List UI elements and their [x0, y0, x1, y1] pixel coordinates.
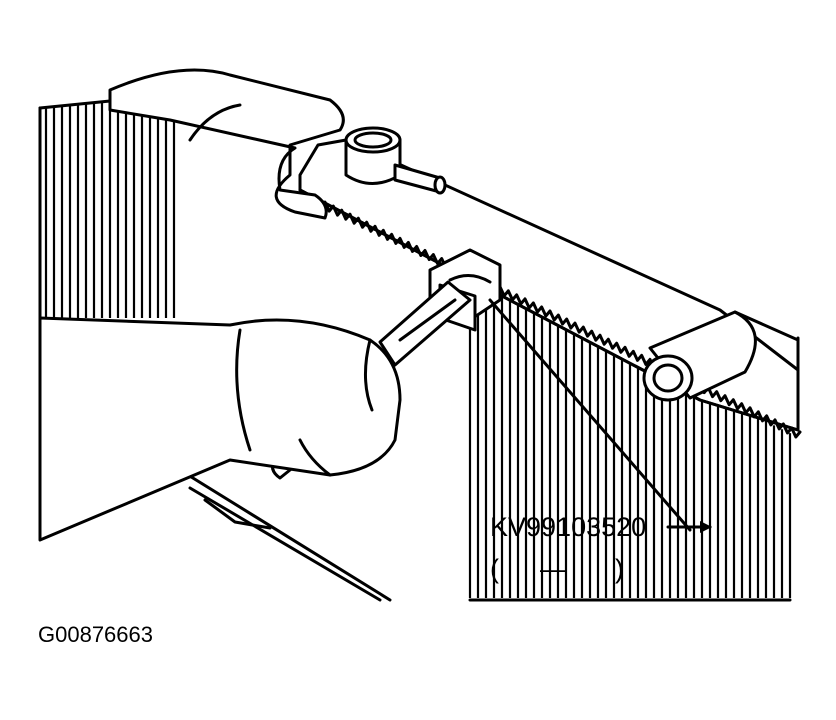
- radiator-outlet-pipe: [642, 310, 800, 402]
- radiator-core-left: [44, 94, 176, 318]
- callout-leader: [488, 298, 712, 533]
- alt-number-value: —: [540, 554, 567, 584]
- figure-id: G00876663: [38, 622, 153, 647]
- alt-number-open-paren: (: [490, 554, 499, 584]
- part-number-label: KV99103520: [490, 512, 646, 542]
- special-tool-wrench: [270, 248, 502, 480]
- left-hand: [108, 68, 345, 220]
- radiator-filler-neck: [344, 126, 447, 195]
- radiator-core-right: [468, 278, 792, 598]
- alt-number-close-paren: ): [615, 554, 624, 584]
- right-hand: [38, 316, 402, 542]
